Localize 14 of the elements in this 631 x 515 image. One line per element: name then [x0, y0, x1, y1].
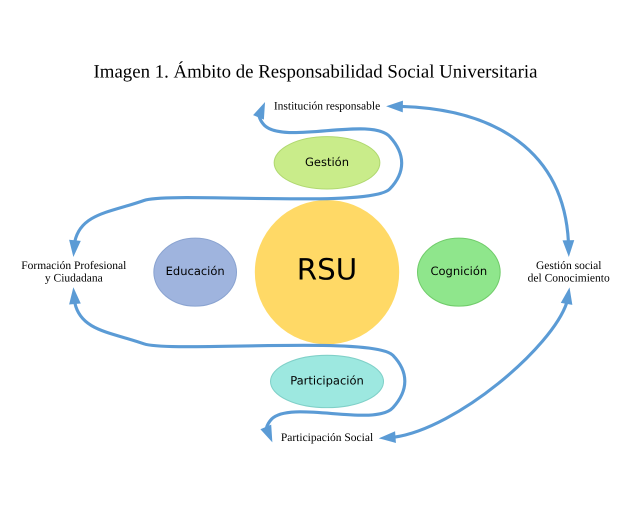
- arrow: [378, 287, 572, 443]
- node-circle: RSU: [254, 200, 400, 344]
- diagram-title: Imagen 1. Ámbito de Responsabilidad Social Universitaria: [94, 61, 538, 82]
- node-text: Institución responsable: [274, 100, 380, 112]
- arrow: [69, 287, 406, 442]
- node-text: Participación Social: [280, 432, 374, 444]
- node-ellipse: Participación: [270, 354, 384, 408]
- node-ellipse: Cognición: [416, 238, 501, 307]
- arrow: [69, 102, 404, 257]
- node-text: Gestión social del Conocimiento: [528, 260, 610, 284]
- node-ellipse: Gestión: [274, 136, 380, 190]
- node-text: Formación Profesional y Ciudadana: [21, 260, 126, 284]
- node-ellipse: Educación: [153, 238, 238, 307]
- arrow: [386, 100, 574, 258]
